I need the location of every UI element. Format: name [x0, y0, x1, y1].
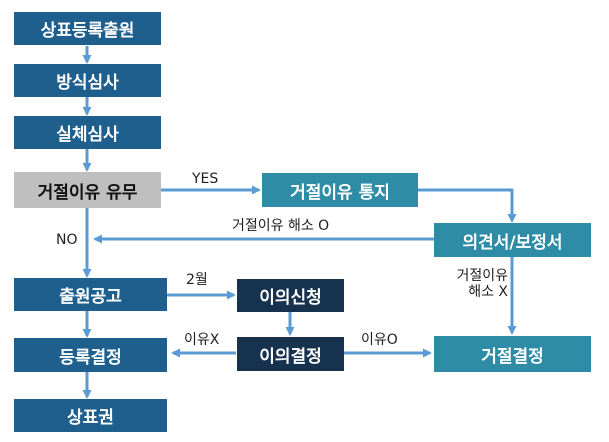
node-opposition-decision: 이의결정: [237, 337, 344, 371]
node-opposition-filing: 이의신청: [237, 279, 344, 312]
node-publication: 출원공고: [14, 278, 167, 311]
node-substantive-exam: 실체심사: [14, 116, 161, 149]
node-rejection-notice: 거절이유 통지: [262, 173, 418, 207]
node-formality-exam: 방식심사: [14, 64, 161, 97]
node-trademark-right: 상표권: [14, 399, 167, 432]
label-reason-o: 이유O: [361, 332, 398, 348]
label-not-resolved-line1: 거절이유: [456, 268, 508, 284]
node-rejection-decision: 거절결정: [434, 336, 591, 372]
label-two-months: 2월: [186, 272, 208, 288]
label-not-resolved-line2: 해소 X: [468, 284, 508, 301]
label-reason-x: 이유X: [184, 332, 220, 348]
arrow-notice-to-opinion: [418, 188, 517, 223]
label-no: NO: [56, 232, 78, 248]
label-resolved: 거절이유 해소 O: [232, 218, 330, 234]
node-opinion-amendment: 의견서/보정서: [434, 223, 591, 257]
node-registration-decision: 등록결정: [14, 338, 167, 372]
label-not-resolved: 거절이유 해소 X: [430, 268, 508, 300]
node-rejection-check: 거절이유 유무: [14, 172, 161, 208]
label-yes: YES: [192, 171, 219, 187]
node-application: 상표등록출원: [14, 12, 161, 45]
